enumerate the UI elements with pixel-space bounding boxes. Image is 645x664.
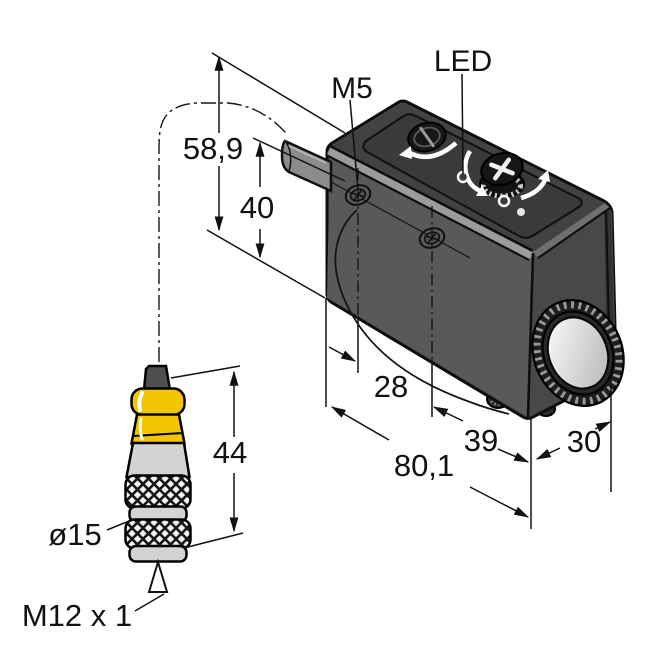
slotted-adjuster-screw [407, 121, 447, 153]
dim-depth-text: 30 [567, 424, 601, 459]
edge-front-vertical [526, 252, 535, 418]
lens-glass [546, 316, 610, 390]
rotation-arrow-knob-left-icon [463, 149, 488, 196]
dimension-hole-spacing [328, 346, 357, 362]
dim-hole-to-front-text: 39 [464, 423, 498, 458]
knob-cap [480, 151, 524, 187]
connector-cable-stub [142, 364, 172, 392]
dimension-depth [535, 421, 612, 460]
drawing-labels: LED M5 58,9 40 28 39 80,1 30 44 ø15 M12 … [22, 45, 601, 633]
gain-knob [479, 151, 525, 199]
cable-centerline [158, 102, 289, 362]
m5-leader-line [349, 99, 359, 191]
rotation-arrow-knob-right-icon [520, 170, 550, 201]
lens-knurled-bezel [533, 301, 623, 405]
lens [531, 299, 625, 407]
m12-connector [124, 364, 192, 563]
m12-leader-line [134, 593, 165, 612]
dimension-overall-height [206, 52, 346, 299]
led-indicator-3 [517, 208, 525, 216]
side-face-arc [334, 209, 510, 415]
dimension-overall-length [330, 406, 530, 518]
dim-cable-height-text: 40 [240, 190, 274, 225]
edge-top-left-lower [325, 154, 530, 261]
rotation-arrow-left-icon [399, 141, 458, 160]
top-right-chamfer [533, 203, 610, 258]
connector-knurl-ring-2 [124, 518, 192, 550]
connector-knurl-ring-1 [124, 474, 192, 510]
dimension-connector-length [170, 365, 244, 549]
led-indicator-2 [497, 194, 511, 208]
mounting-axis-line [321, 176, 471, 259]
led-label: LED [434, 45, 492, 78]
m12-thread-arrow-icon [147, 558, 169, 593]
cable [280, 139, 333, 193]
diameter-leader-line [106, 520, 130, 531]
edge-top-left [329, 144, 534, 253]
top-left-chamfer [327, 146, 534, 259]
connector-yellow-boot [129, 387, 187, 445]
dim-overall-height-text: 58,9 [183, 131, 243, 166]
dimension-hole-to-front [432, 406, 530, 463]
housing-left-face [327, 147, 533, 417]
dimension-lines [106, 52, 612, 612]
dim-hole-spacing-text: 28 [374, 369, 408, 404]
led-leader-line [461, 73, 464, 175]
m5-label: M5 [331, 72, 373, 105]
edge-top-right-lower [537, 207, 611, 259]
dimension-cable-height [252, 137, 346, 259]
connector-gray-taper [124, 441, 191, 479]
extension-lines [325, 168, 612, 529]
dim-connector-length-text: 44 [213, 435, 247, 470]
dim-overall-length-text: 80,1 [394, 448, 454, 483]
connector-thread-label: M12 x 1 [22, 598, 132, 633]
sensor-housing [321, 99, 625, 420]
connector-diameter-label: ø15 [48, 517, 101, 552]
